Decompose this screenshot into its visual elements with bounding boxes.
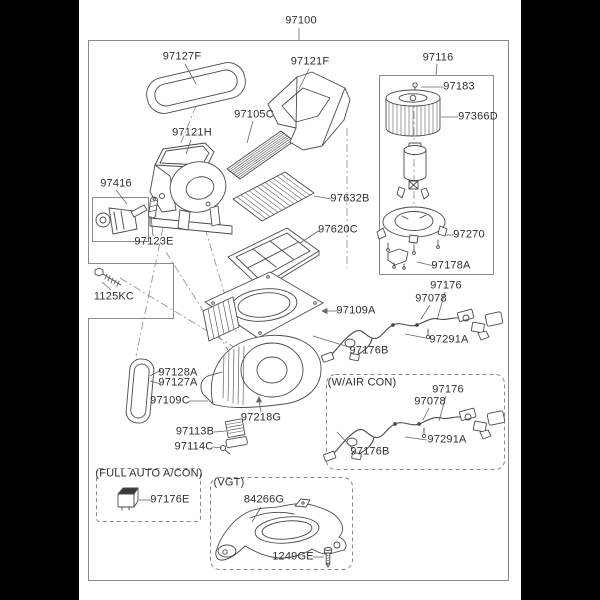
lever-drawing bbox=[148, 196, 159, 219]
part-label-97291A-waircon: 97291A bbox=[427, 433, 467, 446]
part-label-97121H: 97121H bbox=[172, 126, 212, 139]
top-seal-drawing bbox=[146, 62, 246, 114]
part-label-97109C: 97109C bbox=[150, 394, 190, 407]
part-label-97178A: 97178A bbox=[431, 259, 471, 272]
part-label-97218G: 97218G bbox=[240, 411, 282, 424]
actuator-drawing bbox=[95, 204, 148, 235]
part-label-97113B: 97113B bbox=[175, 425, 215, 438]
part-label-97127A: 97127A bbox=[158, 376, 198, 389]
part-label-1125KC: 1125KC bbox=[93, 290, 135, 303]
part-label-97620C: 97620C bbox=[318, 223, 358, 236]
part-label-97100: 97100 bbox=[285, 14, 317, 27]
side-seal-drawing bbox=[125, 358, 155, 424]
part-label-97632B: 97632B bbox=[330, 192, 370, 205]
part-label-97291A-main: 97291A bbox=[429, 333, 469, 346]
part-label-97176E: 97176E bbox=[150, 493, 190, 506]
part-label-97078-main: 97078 bbox=[415, 292, 447, 305]
bolt-1125kc-icon bbox=[94, 267, 122, 287]
section-title-vgt: (VGT) bbox=[213, 476, 245, 489]
part-label-97270: 97270 bbox=[453, 228, 485, 241]
part-label-97176-main: 97176 bbox=[430, 279, 462, 292]
intake-frame-drawing bbox=[267, 71, 351, 151]
heater-cover-drawing bbox=[226, 130, 295, 180]
part-label-97176-waircon: 97176 bbox=[432, 383, 464, 396]
part-label-97105C: 97105C bbox=[234, 108, 274, 121]
blower-motor-box bbox=[379, 75, 494, 275]
cabin-filter-drawing bbox=[232, 171, 315, 222]
section-title-w-air-con: (W/AIR CON) bbox=[327, 376, 397, 389]
part-label-97116: 97116 bbox=[422, 51, 454, 64]
part-label-97366D: 97366D bbox=[458, 110, 498, 123]
blower-motor-parts bbox=[376, 82, 448, 270]
part-label-97121F: 97121F bbox=[290, 55, 330, 68]
resistor-drawing bbox=[219, 418, 248, 455]
part-label-97128A: 97128A bbox=[158, 366, 198, 379]
upper-case-drawing bbox=[202, 271, 324, 342]
part-label-97123E: 97123E bbox=[134, 235, 174, 248]
wiring-harness-waircon bbox=[323, 407, 506, 462]
blower-wheel-drawing bbox=[385, 89, 441, 137]
relay-drawing bbox=[117, 487, 139, 511]
full-auto-acon-box bbox=[96, 468, 201, 522]
part-label-97109A: 97109A bbox=[336, 304, 376, 317]
part-label-97078-waircon: 97078 bbox=[414, 395, 446, 408]
actuator-box bbox=[92, 197, 149, 242]
motor-connector-drawing bbox=[387, 248, 409, 270]
bolt-1249ge-icon bbox=[324, 547, 332, 568]
blower-motor-drawing bbox=[403, 142, 427, 181]
section-title-full-auto-acon: (FULL AUTO A/CON) bbox=[95, 467, 203, 480]
wiring-harness-main bbox=[321, 308, 504, 363]
part-label-84266G: 84266G bbox=[243, 493, 285, 506]
part-label-97416: 97416 bbox=[100, 177, 132, 190]
vgt-bracket-drawing bbox=[215, 498, 347, 561]
part-label-97183: 97183 bbox=[443, 80, 475, 93]
part-label-1249GE: 1249GE bbox=[272, 550, 314, 563]
part-label-97114C: 97114C bbox=[174, 440, 214, 453]
part-label-97176B-waircon: 97176B bbox=[350, 445, 390, 458]
motor-mount-drawing bbox=[376, 206, 448, 255]
part-label-97176B-main: 97176B bbox=[349, 344, 389, 357]
leader-lines bbox=[101, 28, 458, 558]
lower-case-drawing bbox=[200, 334, 322, 408]
vgt-box bbox=[210, 477, 353, 570]
part-label-97127F: 97127F bbox=[162, 50, 202, 63]
screw-97183-icon bbox=[412, 82, 418, 88]
